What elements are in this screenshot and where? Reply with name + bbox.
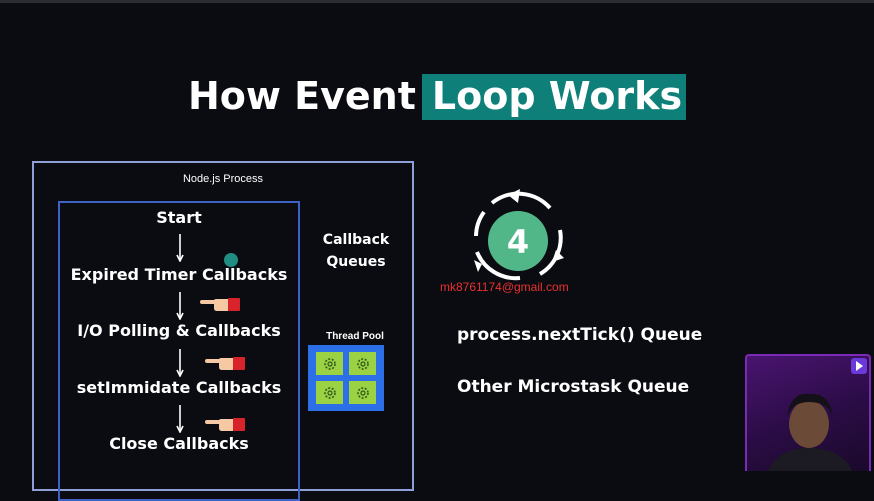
thread-pool-box bbox=[308, 345, 384, 411]
pointer-cursor-icon bbox=[224, 253, 238, 267]
cycle-refresh-icon: 4 bbox=[474, 189, 564, 281]
worker-gear-icon bbox=[316, 352, 343, 375]
play-badge-icon[interactable] bbox=[851, 358, 867, 374]
callback-queues-line2: Queues bbox=[326, 254, 386, 270]
worker-gear-icon bbox=[349, 381, 376, 404]
presenter-webcam bbox=[745, 354, 871, 471]
phase-io-polling: I/O Polling & Callbacks bbox=[77, 321, 281, 340]
pointing-hand-icon bbox=[205, 418, 245, 431]
pointing-hand-icon bbox=[205, 357, 245, 370]
worker-gear-icon bbox=[349, 352, 376, 375]
down-arrow-icon bbox=[176, 349, 184, 377]
watermark-email: mk8761174@gmail.com bbox=[440, 280, 569, 294]
title-part-1: How Event bbox=[187, 74, 416, 118]
callback-queues-label: Callback Queues bbox=[314, 229, 398, 273]
phase-close-callbacks: Close Callbacks bbox=[109, 434, 249, 453]
callback-queues-line1: Callback bbox=[322, 232, 390, 248]
phase-setimmediate: setImmidate Callbacks bbox=[76, 378, 282, 397]
nodejs-process-box: Node.js Process Start Expired Timer Call… bbox=[32, 161, 414, 501]
presenter-silhouette bbox=[767, 393, 853, 471]
phase-expired-timers: Expired Timer Callbacks bbox=[70, 265, 288, 284]
down-arrow-icon bbox=[176, 234, 184, 262]
pointing-hand-icon bbox=[200, 298, 240, 311]
title-part-2-highlight: Loop Works bbox=[421, 74, 687, 120]
nexttick-queue-label: process.nextTick() Queue bbox=[457, 325, 703, 345]
top-divider bbox=[0, 0, 874, 3]
thread-pool-label: Thread Pool bbox=[326, 331, 384, 342]
event-loop-box: Start Expired Timer Callbacks I/O Pollin… bbox=[58, 201, 300, 501]
worker-gear-icon bbox=[316, 381, 343, 404]
process-label: Node.js Process bbox=[182, 173, 264, 185]
phase-start: Start bbox=[156, 208, 202, 227]
down-arrow-icon bbox=[176, 292, 184, 320]
cycle-number: 4 bbox=[507, 223, 529, 261]
other-microtask-queue-label: Other Microstask Queue bbox=[457, 377, 690, 397]
down-arrow-icon bbox=[176, 405, 184, 433]
